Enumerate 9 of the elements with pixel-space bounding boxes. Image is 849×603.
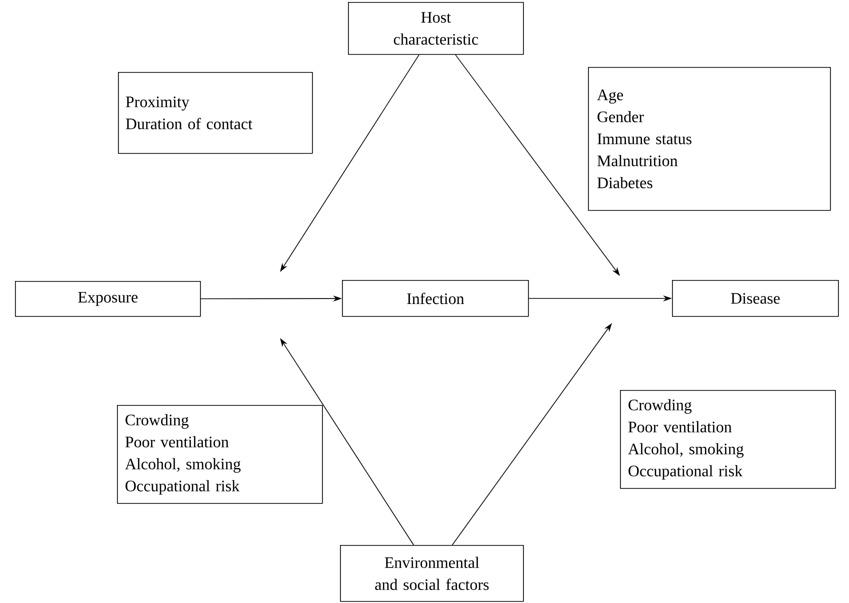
host-box: Host characteristic bbox=[348, 2, 524, 55]
factor-list-box: Crowding Poor ventilation Alcohol, smoking Occupational risk bbox=[620, 390, 836, 489]
stage-box: Disease bbox=[672, 280, 839, 317]
stage-box: Exposure bbox=[15, 281, 201, 317]
stage-box: Infection bbox=[342, 280, 529, 317]
environment-box: Environmental and social factors bbox=[340, 545, 524, 602]
factor-list-box: Proximity Duration of contact bbox=[118, 72, 313, 154]
factor-list-box: Age Gender Immune status Malnutrition Diabetes bbox=[588, 67, 831, 211]
factor-list-box: Crowding Poor ventilation Alcohol, smoking Occupational risk bbox=[117, 405, 323, 504]
